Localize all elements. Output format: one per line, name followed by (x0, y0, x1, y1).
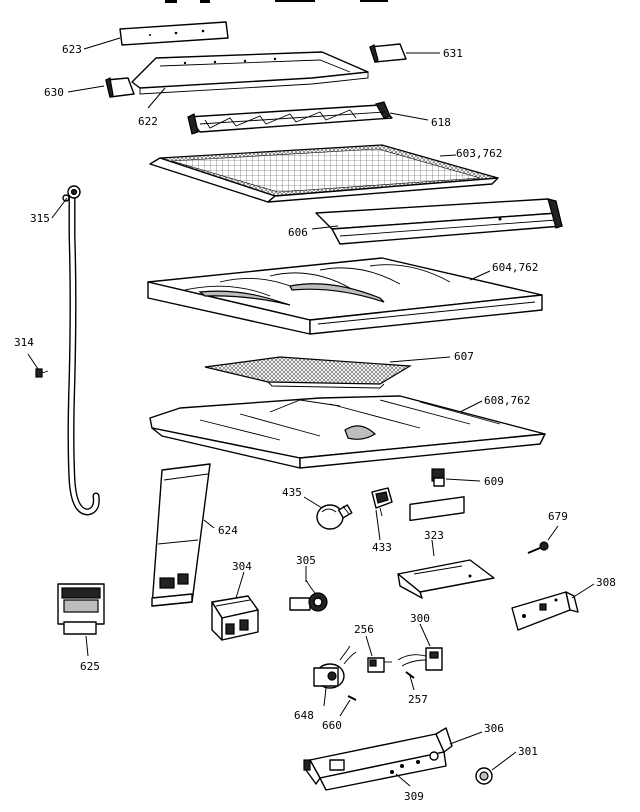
callout-323: 323 (424, 529, 444, 542)
part-608-pan (149, 395, 546, 469)
callout-315: 315 (30, 212, 50, 225)
part-606-crisper-cover (315, 198, 563, 245)
part-624-panel (151, 463, 211, 607)
callout-301: 301 (518, 745, 538, 758)
callout-622: 622 (138, 115, 158, 128)
part-257-screw (405, 671, 415, 679)
callout-618: 618 (431, 116, 451, 129)
callout-labels: 623 631 630 622 618 603,762 315 606 604,… (14, 43, 616, 803)
callout-309: 309 (404, 790, 424, 803)
part-256-switch (367, 657, 392, 673)
part-315-tube (62, 185, 100, 516)
part-314-clip (35, 368, 49, 378)
part-323-housing (397, 496, 495, 599)
part-304-box (211, 595, 259, 641)
callout-660: 660 (322, 719, 342, 732)
part-308-bracket (511, 591, 579, 631)
part-625-box (57, 583, 105, 635)
callout-631: 631 (443, 47, 463, 60)
part-435-bulb (316, 504, 353, 530)
callout-607: 607 (454, 350, 474, 363)
callout-308: 308 (596, 576, 616, 589)
callout-603-762: 603,762 (456, 147, 502, 160)
part-679-screw (527, 541, 549, 554)
callout-257: 257 (408, 693, 428, 706)
callout-433: 433 (372, 541, 392, 554)
callout-608-762: 608,762 (484, 394, 530, 407)
callout-624: 624 (218, 524, 238, 537)
part-603-shelf (149, 144, 499, 203)
part-660-pin (347, 695, 357, 701)
callout-435: 435 (282, 486, 302, 499)
part-622-tray (131, 51, 369, 95)
part-648-motor (313, 645, 357, 689)
callout-314: 314 (14, 336, 34, 349)
callout-306: 306 (484, 722, 504, 735)
callout-648: 648 (294, 709, 314, 722)
part-309-hole (390, 770, 394, 774)
part-607-filter (204, 356, 412, 389)
part-305-control (289, 579, 328, 612)
callout-625: 625 (80, 660, 100, 673)
leader-lines (27, 37, 595, 787)
callout-630: 630 (44, 86, 64, 99)
callout-256: 256 (354, 623, 374, 636)
part-631-block (369, 43, 407, 63)
part-623-strip (119, 21, 229, 46)
part-433-socket (371, 487, 393, 517)
callout-300: 300 (410, 612, 430, 625)
cropped-header-marks (165, 0, 388, 3)
part-301-nut (475, 767, 493, 785)
callout-305: 305 (296, 554, 316, 567)
part-630-block (105, 77, 135, 98)
callout-604-762: 604,762 (492, 261, 538, 274)
callout-609: 609 (484, 475, 504, 488)
part-300-thermostat (397, 647, 443, 671)
part-609-clip (431, 468, 445, 487)
callout-623: 623 (62, 43, 82, 56)
part-306-bracket (303, 727, 453, 791)
callout-304: 304 (232, 560, 252, 573)
callout-606: 606 (288, 226, 308, 239)
callout-679: 679 (548, 510, 568, 523)
part-618-frame (187, 101, 393, 135)
part-604-pan (147, 257, 543, 335)
